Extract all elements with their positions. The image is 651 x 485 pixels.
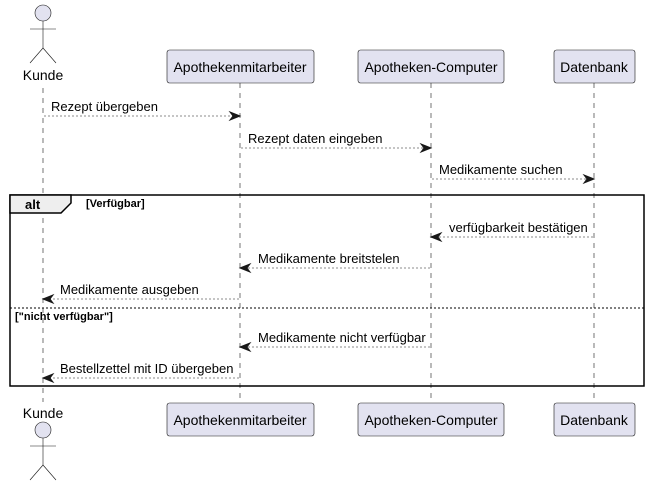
message-5 [238, 262, 430, 274]
actor-kunde-top [29, 4, 57, 64]
alt-guard-not-available: ["nicht verfügbar"] [15, 311, 113, 323]
alt-fragment-frame [9, 194, 645, 387]
message-3 [432, 173, 596, 185]
message-4 [429, 231, 593, 243]
participant-box-datenbank-bottom [553, 402, 636, 437]
participant-label-datenbank-bottom: Datenbank [560, 412, 629, 428]
message-8 [41, 372, 239, 384]
message-label-6: Medikamente ausgeben [60, 282, 199, 297]
message-label-8: Bestellzettel mit ID übergeben [60, 361, 233, 376]
message-2 [241, 142, 433, 154]
message-1 [44, 110, 242, 122]
alt-guard-available: [Verfügbar] [86, 198, 145, 210]
actor-label-kunde-top: Kunde [23, 67, 64, 83]
alt-fragment-tab [9, 194, 72, 214]
participant-label-apotheken-computer-top: Apotheken-Computer [364, 59, 497, 75]
message-label-2: Rezept daten eingeben [248, 131, 382, 146]
actor-label-kunde-bottom: Kunde [23, 405, 64, 421]
participant-box-apothekenmitarbeiter-bottom [166, 402, 315, 437]
participant-label-apothekenmitarbeiter-top: Apothekenmitarbeiter [173, 59, 306, 75]
alt-keyword: alt [25, 197, 41, 212]
participant-box-apotheken-computer-top [357, 49, 505, 84]
actor-kunde-bottom [29, 421, 57, 481]
message-label-4: verfügbarkeit bestätigen [449, 220, 588, 235]
message-label-1: Rezept übergeben [51, 99, 158, 114]
participant-label-apothekenmitarbeiter-bottom: Apothekenmitarbeiter [173, 412, 306, 428]
message-label-5: Medikamente breitstelen [258, 251, 400, 266]
participant-label-datenbank-top: Datenbank [560, 59, 629, 75]
participant-box-apothekenmitarbeiter-top [166, 49, 315, 84]
participant-box-datenbank-top [553, 49, 636, 84]
participant-box-apotheken-computer-bottom [357, 402, 505, 437]
message-7 [238, 341, 430, 353]
participant-label-apotheken-computer-bottom: Apotheken-Computer [364, 412, 497, 428]
message-label-7: Medikamente nicht verfügbar [258, 330, 426, 345]
message-6 [41, 293, 239, 305]
message-label-3: Medikamente suchen [439, 162, 563, 177]
